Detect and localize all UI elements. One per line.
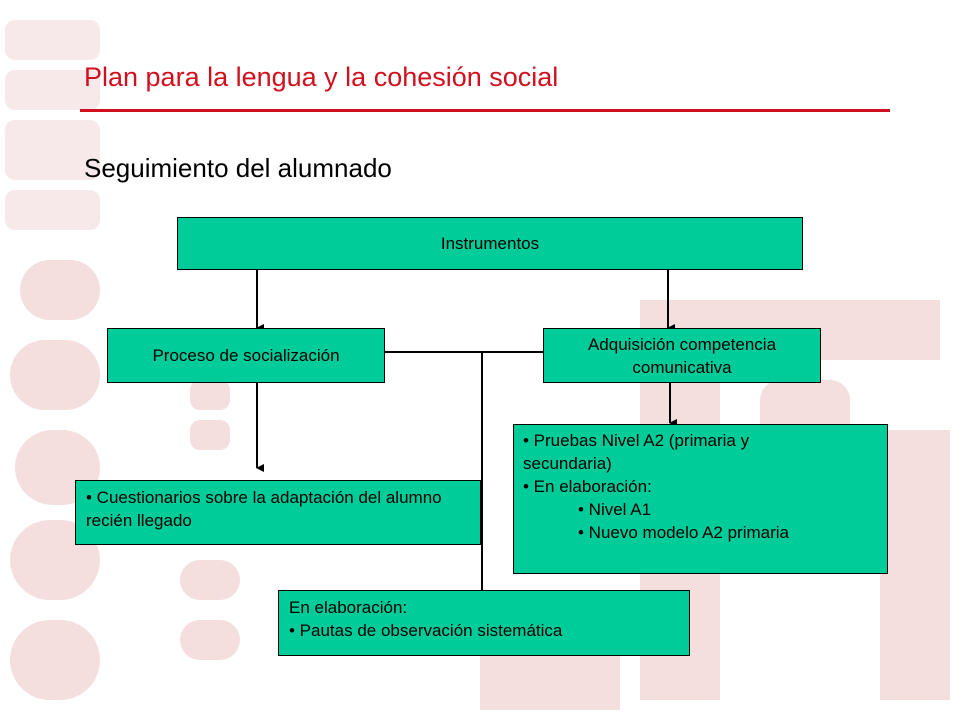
instrumentos-label: Instrumentos — [440, 234, 540, 253]
observacion-item: • Pautas de observación sistemática — [289, 621, 563, 640]
slide-subtitle: Seguimiento del alumnado — [84, 153, 392, 183]
pruebas-subitem: • Nuevo modelo A2 primaria — [578, 523, 789, 542]
socializacion-label: Proceso de socialización — [152, 346, 340, 365]
instrumentos-box: Instrumentos — [177, 217, 803, 270]
pruebas-box: • Pruebas Nivel A2 (primaria y secundari… — [513, 424, 888, 574]
title-divider — [80, 109, 890, 112]
competencia-box: Adquisición competencia comunicativa — [543, 328, 821, 383]
cuestionarios-text: • Cuestionarios sobre la adaptación del … — [86, 488, 442, 530]
pruebas-item: • En elaboración: — [523, 477, 652, 496]
pruebas-item: secundaria) — [523, 454, 612, 473]
observacion-item: En elaboración: — [289, 598, 408, 617]
observacion-box: En elaboración: • Pautas de observación … — [278, 590, 690, 656]
slide-title: Plan para la lengua y la cohesión social — [84, 62, 559, 92]
cuestionarios-box: • Cuestionarios sobre la adaptación del … — [75, 480, 481, 545]
pruebas-subitem: • Nivel A1 — [578, 500, 652, 519]
pruebas-item: • Pruebas Nivel A2 (primaria y — [523, 431, 750, 450]
socializacion-box: Proceso de socialización — [107, 328, 385, 383]
competencia-label: Adquisición competencia comunicativa — [587, 334, 777, 377]
